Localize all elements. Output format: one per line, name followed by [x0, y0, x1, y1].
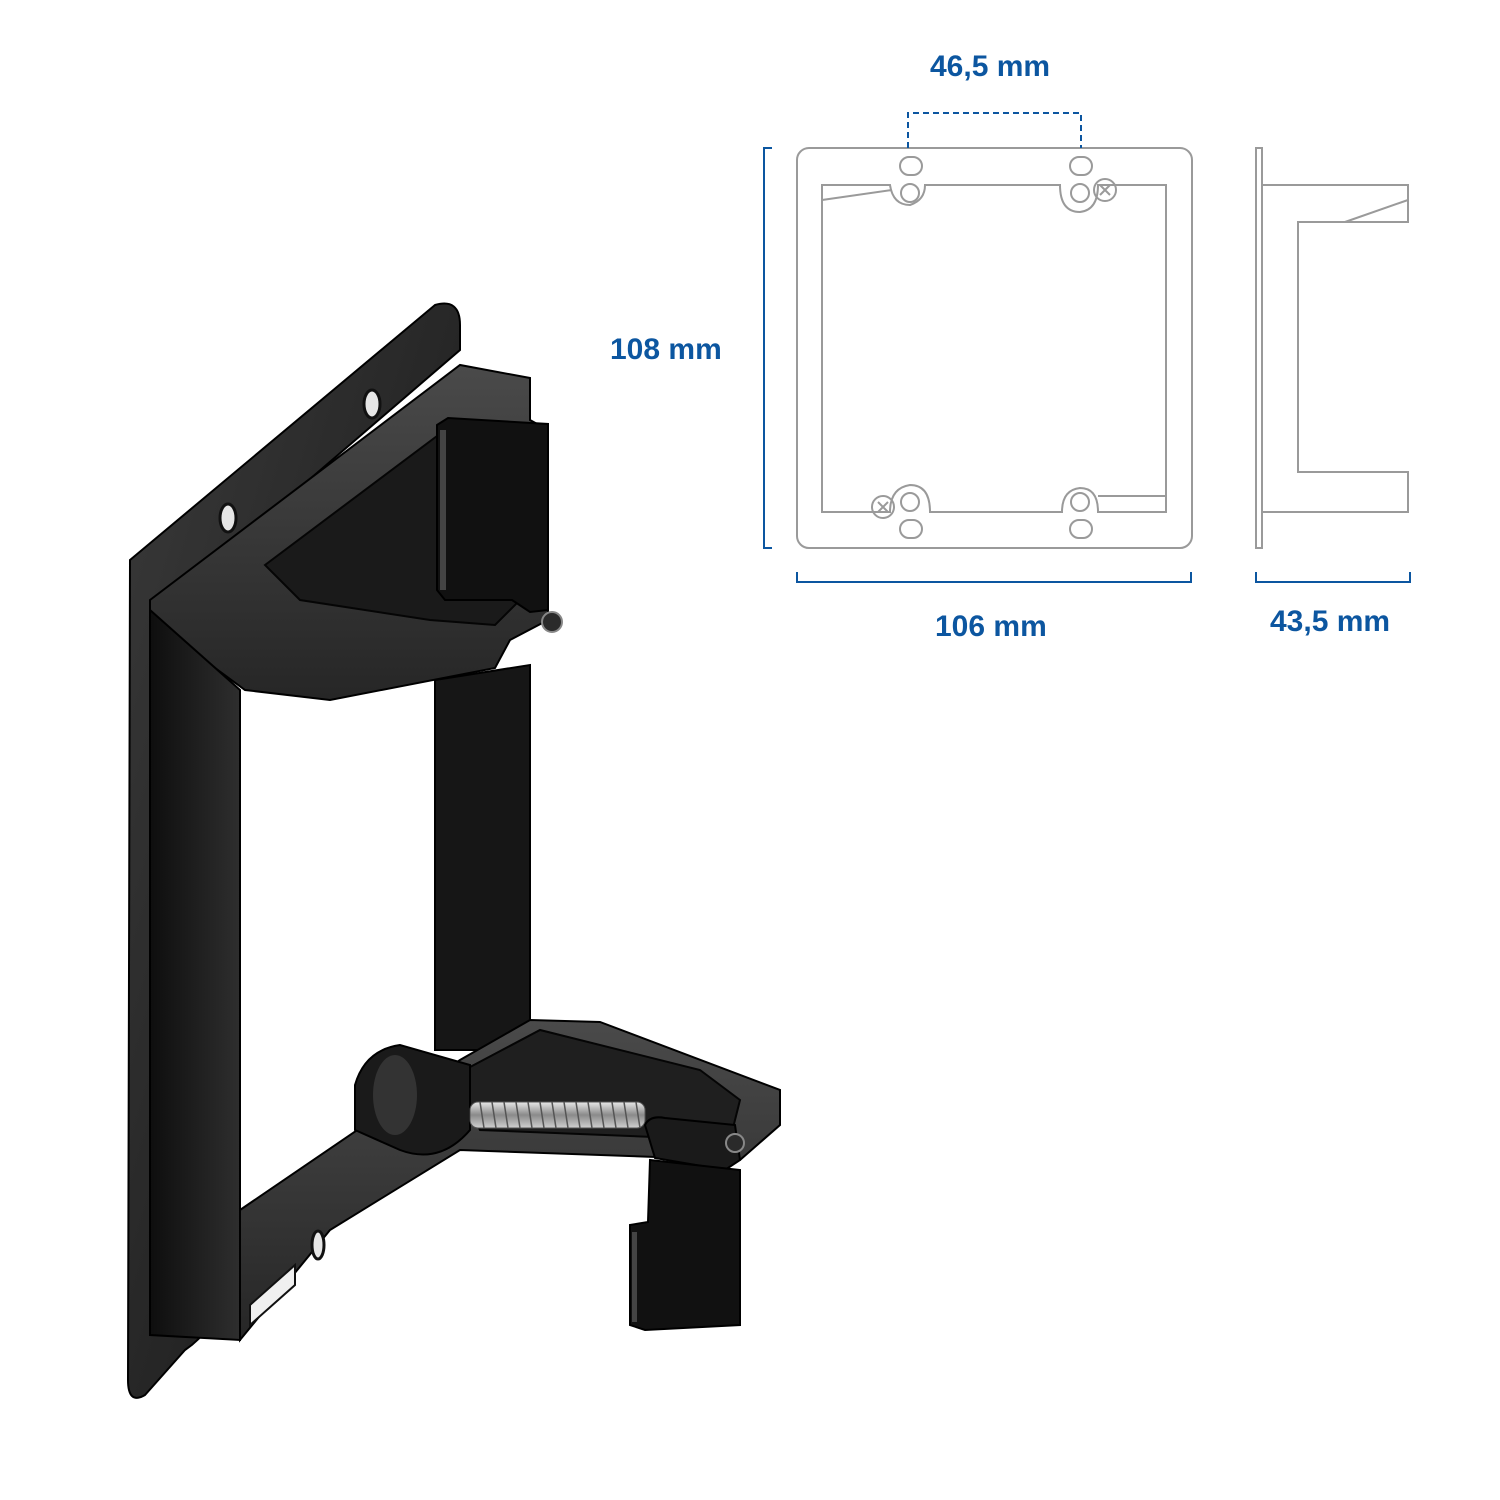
bottom-screw [725, 1133, 745, 1153]
flange-hole-left [218, 502, 238, 534]
front-outer-plate [796, 147, 1193, 549]
front-slot-bottom-right [1069, 519, 1093, 539]
side-top-bevel [1344, 199, 1409, 223]
dim-line-depth [1255, 572, 1411, 583]
front-top-edge-detail [821, 189, 893, 201]
front-screw-top-right [1093, 178, 1117, 202]
spring-body [469, 1101, 646, 1129]
bottom-latch-highlight [632, 1232, 637, 1322]
dim-line-hole-spacing [907, 112, 1082, 148]
bottom-latch-tab [629, 1158, 741, 1332]
side-plate [1255, 147, 1263, 549]
front-inner-opening [821, 184, 1167, 513]
top-latch-tab [436, 416, 549, 614]
bottom-hole [310, 1229, 326, 1261]
hinge-highlight [373, 1055, 417, 1135]
front-slot-top-left [899, 156, 923, 176]
front-hole-top-left [900, 183, 920, 203]
front-slot-top-right [1069, 156, 1093, 176]
side-top-arm [1262, 184, 1409, 470]
bracket-left-arm [149, 607, 241, 1342]
dim-line-height [763, 147, 772, 549]
flange-hole-top [362, 388, 382, 420]
dimension-lines [763, 112, 1411, 583]
top-latch-highlight [440, 430, 446, 590]
spring-coils [479, 1101, 641, 1129]
dim-label-width: 106 mm [935, 610, 1047, 643]
side-view-outline [1255, 147, 1409, 549]
front-screw-x-bottom [877, 501, 889, 513]
dim-label-depth: 43,5 mm [1270, 605, 1391, 638]
front-hole-bottom-right [1070, 492, 1090, 512]
dim-label-hole-spacing: 46,5 mm [930, 50, 1051, 83]
dim-label-height: 108 mm [610, 333, 722, 366]
bottom-slot [249, 1262, 296, 1328]
side-bottom-arm [1262, 470, 1409, 513]
dim-line-width [796, 572, 1192, 583]
front-hole-bottom-left [900, 492, 920, 512]
hinge-right [643, 1116, 742, 1172]
front-screw-x-top [1099, 184, 1111, 196]
front-slot-bottom-left [899, 519, 923, 539]
front-screw-bottom-left [871, 495, 895, 519]
top-screw [541, 611, 563, 633]
front-hole-top-right [1070, 183, 1090, 203]
front-view-outline [796, 147, 1193, 549]
mounting-bracket-3d [126, 302, 781, 1399]
bracket-right-arm [434, 663, 531, 1051]
